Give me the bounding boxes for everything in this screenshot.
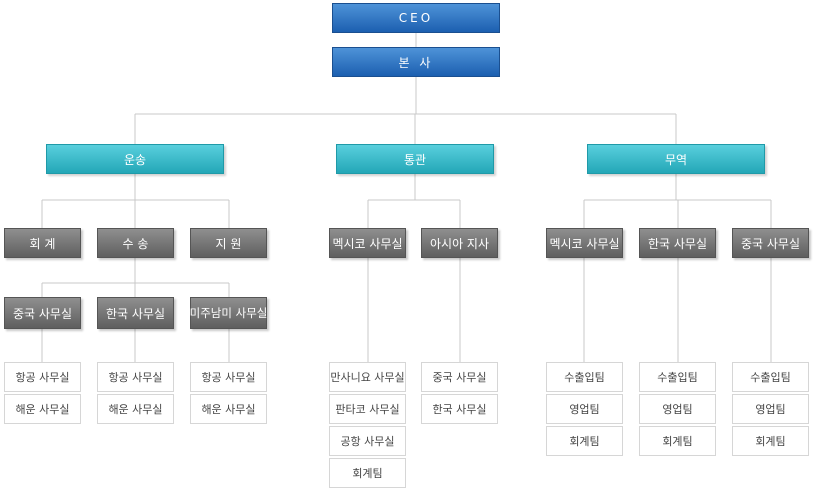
team-china-air: 항공 사무실	[4, 362, 81, 392]
team-americas-air-label: 항공 사무실	[201, 371, 256, 384]
team-tmx-import-label: 수출입팀	[564, 371, 605, 384]
team-mx-manzanillo: 만사니요 사무실	[329, 362, 406, 392]
team-tkr-sales: 영업팀	[639, 394, 716, 424]
team-americas-sea-label: 해운 사무실	[201, 403, 256, 416]
dept-accounting-label: 회 계	[29, 236, 56, 251]
hq-label: 본 사	[398, 55, 434, 70]
dept-customs-asia: 아시아 지사	[421, 228, 498, 258]
team-tmx-import: 수출입팀	[546, 362, 623, 392]
team-china-air-label: 항공 사무실	[15, 371, 70, 384]
dept-trade-korea-label: 한국 사무실	[647, 236, 707, 251]
team-tkr-accounting: 회계팀	[639, 426, 716, 456]
dept-trade-mexico-label: 멕시코 사무실	[549, 236, 620, 251]
team-tcn-import-label: 수출입팀	[750, 371, 791, 384]
dept-trade-china-label: 중국 사무실	[740, 236, 800, 251]
team-asia-china: 중국 사무실	[421, 362, 498, 392]
team-asia-korea-label: 한국 사무실	[432, 403, 487, 416]
dept-customs-mexico-label: 멕시코 사무실	[332, 236, 403, 251]
division-customs-label: 통관	[403, 152, 427, 167]
dept-delivery: 수 송	[97, 228, 174, 258]
division-customs: 통관	[336, 144, 494, 174]
dept-support-label: 지 원	[215, 236, 242, 251]
team-mx-manzanillo-label: 만사니요 사무실	[330, 371, 405, 384]
team-americas-sea: 해운 사무실	[190, 394, 267, 424]
dept-trade-mexico: 멕시코 사무실	[546, 228, 623, 258]
team-tcn-sales-label: 영업팀	[755, 403, 786, 416]
team-tcn-accounting: 회계팀	[732, 426, 809, 456]
dept-trade-korea: 한국 사무실	[639, 228, 716, 258]
team-tkr-sales-label: 영업팀	[662, 403, 693, 416]
team-mx-pantaco: 판타코 사무실	[329, 394, 406, 424]
division-trade-label: 무역	[664, 152, 688, 167]
team-mx-accounting: 회계팀	[329, 458, 406, 488]
dept-customs-asia-label: 아시아 지사	[429, 236, 489, 251]
team-tmx-sales-label: 영업팀	[569, 403, 600, 416]
team-tmx-accounting: 회계팀	[546, 426, 623, 456]
office-americas-label: 미주남미 사무실	[189, 306, 268, 320]
dept-trade-china: 중국 사무실	[732, 228, 809, 258]
team-asia-korea: 한국 사무실	[421, 394, 498, 424]
division-transport: 운송	[46, 144, 224, 174]
team-tcn-sales: 영업팀	[732, 394, 809, 424]
team-mx-accounting-label: 회계팀	[352, 467, 383, 480]
team-korea-air: 항공 사무실	[97, 362, 174, 392]
dept-accounting: 회 계	[4, 228, 81, 258]
office-china-label: 중국 사무실	[12, 306, 72, 321]
ceo-box: CEO	[332, 3, 500, 33]
dept-customs-mexico: 멕시코 사무실	[329, 228, 406, 258]
office-korea-label: 한국 사무실	[105, 306, 165, 321]
hq-box: 본 사	[332, 47, 500, 77]
team-china-sea: 해운 사무실	[4, 394, 81, 424]
team-korea-sea-label: 해운 사무실	[108, 403, 163, 416]
team-americas-air: 항공 사무실	[190, 362, 267, 392]
team-tkr-import-label: 수출입팀	[657, 371, 698, 384]
dept-support: 지 원	[190, 228, 267, 258]
ceo-label: CEO	[398, 11, 434, 25]
team-asia-china-label: 중국 사무실	[432, 371, 487, 384]
team-tmx-accounting-label: 회계팀	[569, 435, 600, 448]
team-tcn-import: 수출입팀	[732, 362, 809, 392]
office-americas: 미주남미 사무실	[190, 297, 267, 329]
team-tcn-accounting-label: 회계팀	[755, 435, 786, 448]
office-china: 중국 사무실	[4, 297, 81, 329]
division-transport-label: 운송	[123, 152, 147, 167]
office-korea: 한국 사무실	[97, 297, 174, 329]
team-korea-air-label: 항공 사무실	[108, 371, 163, 384]
team-mx-pantaco-label: 판타코 사무실	[335, 403, 400, 416]
team-tkr-import: 수출입팀	[639, 362, 716, 392]
team-korea-sea: 해운 사무실	[97, 394, 174, 424]
team-tkr-accounting-label: 회계팀	[662, 435, 693, 448]
team-tmx-sales: 영업팀	[546, 394, 623, 424]
team-china-sea-label: 해운 사무실	[15, 403, 70, 416]
team-mx-airport-label: 공항 사무실	[340, 435, 395, 448]
division-trade: 무역	[587, 144, 765, 174]
dept-delivery-label: 수 송	[122, 236, 149, 251]
team-mx-airport: 공항 사무실	[329, 426, 406, 456]
